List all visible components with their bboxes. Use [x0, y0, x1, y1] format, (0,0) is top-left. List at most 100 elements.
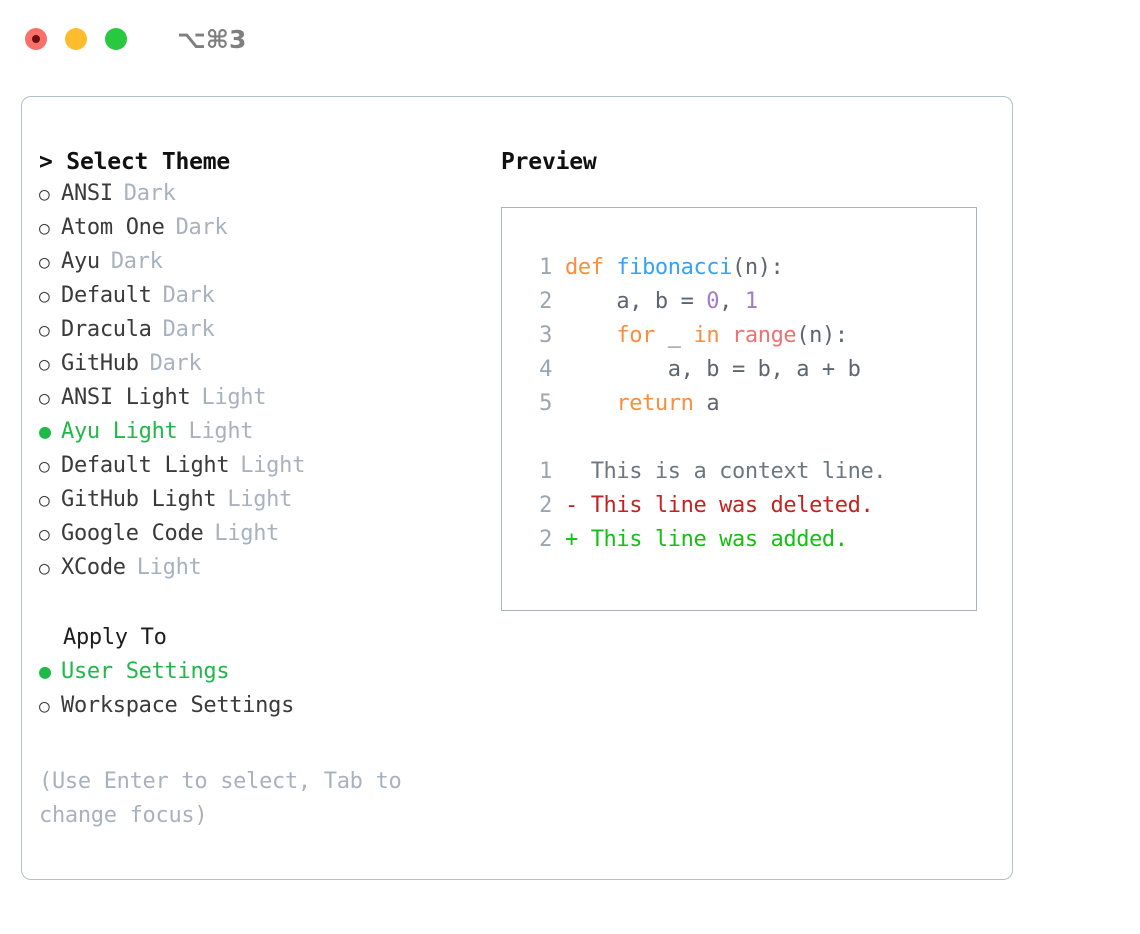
diff-block: 1 This is a context line. 2 - This line …: [520, 459, 976, 561]
diff-text: This line was deleted.: [590, 493, 874, 518]
keyboard-hint-text: (Use Enter to select, Tab to change focu…: [39, 769, 402, 828]
list-item[interactable]: ○ XCode Light: [39, 555, 479, 589]
code-token: [565, 323, 616, 348]
radio-icon: ○: [39, 456, 50, 477]
radio-icon: ○: [39, 286, 50, 307]
theme-tag: Dark: [110, 249, 163, 274]
line-number: 2: [539, 289, 552, 314]
code-token: (n):: [796, 323, 848, 348]
code-token: range: [732, 323, 797, 348]
list-item[interactable]: ○ Ayu Dark: [39, 249, 479, 283]
theme-tag: Light: [136, 555, 202, 580]
line-number: 3: [539, 323, 552, 348]
traffic-lights: [25, 28, 127, 50]
radio-icon: ○: [39, 490, 50, 511]
code-token: a, b = b, a + b: [565, 357, 861, 382]
theme-selector-column: > Select Theme ○ ANSI Dark ○ Atom One Da…: [39, 149, 479, 833]
code-token: 0: [706, 289, 720, 314]
apply-to-label: Workspace Settings: [61, 693, 295, 718]
radio-icon: ○: [39, 218, 50, 239]
radio-icon: ○: [39, 696, 50, 717]
diff-text: This is a context line.: [590, 459, 887, 484]
two-column-layout: > Select Theme ○ ANSI Dark ○ Atom One Da…: [22, 97, 1012, 879]
line-number: 5: [539, 391, 552, 416]
theme-name: Ayu Light: [61, 419, 178, 444]
theme-name: Default: [61, 283, 152, 308]
list-item[interactable]: ○ Default Light Light: [39, 453, 479, 487]
code-token: 1: [744, 289, 758, 314]
theme-name: GitHub: [61, 351, 139, 376]
list-item[interactable]: ○ Dracula Dark: [39, 317, 479, 351]
list-item[interactable]: ○ Atom One Dark: [39, 215, 479, 249]
list-item[interactable]: ○ ANSI Dark: [39, 181, 479, 215]
line-number: 4: [539, 357, 552, 382]
diff-marker: [565, 459, 591, 484]
apply-to-heading: Apply To: [63, 625, 167, 650]
spacer: [520, 425, 976, 459]
code-token: _: [654, 323, 694, 348]
radio-selected-icon: ●: [39, 659, 51, 683]
code-token: in: [693, 323, 720, 348]
theme-tag: Dark: [162, 317, 215, 342]
diff-line-context: 1 This is a context line.: [520, 459, 976, 493]
title-bar: ⌥⌘3: [0, 0, 1140, 78]
theme-name: ANSI: [61, 181, 113, 206]
code-line: 2 a, b = 0 , 1: [520, 289, 976, 323]
apply-to-option-workspace[interactable]: ○ Workspace Settings: [39, 693, 479, 727]
close-button[interactable]: [25, 28, 47, 50]
preview-column: Preview 1 def fibonacci (n): 2 a, b =: [501, 149, 996, 611]
list-item[interactable]: ○ GitHub Dark: [39, 351, 479, 385]
code-token: ,: [719, 289, 745, 314]
diff-marker: +: [565, 527, 591, 552]
theme-name: Atom One: [61, 215, 165, 240]
code-token: for: [616, 323, 655, 348]
line-number: 1: [539, 459, 552, 484]
theme-name: GitHub Light: [61, 487, 217, 512]
code-token: (n):: [732, 255, 784, 280]
radio-icon: ○: [39, 252, 50, 273]
theme-tag: Light: [240, 453, 306, 478]
list-item[interactable]: ○ GitHub Light Light: [39, 487, 479, 521]
apply-to-list: ● User Settings ○ Workspace Settings: [39, 659, 479, 727]
maximize-button[interactable]: [105, 28, 127, 50]
theme-name: Dracula: [61, 317, 152, 342]
theme-tag: Dark: [162, 283, 215, 308]
code-line: 4 a, b = b, a + b: [520, 357, 976, 391]
preview-panel: 1 def fibonacci (n): 2 a, b = 0 , 1: [501, 207, 977, 611]
theme-name: Default Light: [61, 453, 230, 478]
list-item[interactable]: ○ Google Code Light: [39, 521, 479, 555]
theme-tag: Dark: [175, 215, 228, 240]
list-item[interactable]: ○ Default Dark: [39, 283, 479, 317]
theme-name: Google Code: [61, 521, 204, 546]
code-line: 1 def fibonacci (n):: [520, 255, 976, 289]
radio-icon: ○: [39, 354, 50, 375]
radio-icon: ○: [39, 184, 50, 205]
code-token: a, b =: [565, 289, 707, 314]
theme-name: Ayu: [61, 249, 100, 274]
radio-icon: ○: [39, 558, 50, 579]
code-token: a: [693, 391, 720, 416]
diff-line-added: 2 + This line was added.: [520, 527, 976, 561]
theme-tag: Dark: [123, 181, 176, 206]
theme-tag: Dark: [149, 351, 202, 376]
code-token: [719, 323, 732, 348]
theme-list: ○ ANSI Dark ○ Atom One Dark ○ Ayu Dark: [39, 181, 479, 589]
code-token: return: [616, 391, 694, 416]
apply-to-option-user[interactable]: ● User Settings: [39, 659, 479, 693]
list-item[interactable]: ○ ANSI Light Light: [39, 385, 479, 419]
code-token: fibonacci: [616, 255, 732, 280]
diff-marker: -: [565, 493, 591, 518]
radio-selected-icon: ●: [39, 419, 51, 443]
code-token: [565, 391, 616, 416]
line-number: 2: [539, 527, 552, 552]
minimize-button[interactable]: [65, 28, 87, 50]
line-number: 1: [539, 255, 552, 280]
list-item-selected[interactable]: ● Ayu Light Light: [39, 419, 479, 453]
radio-icon: ○: [39, 524, 50, 545]
theme-tag: Light: [214, 521, 280, 546]
radio-icon: ○: [39, 320, 50, 341]
code-block: 1 def fibonacci (n): 2 a, b = 0 , 1: [520, 255, 976, 425]
theme-tag: Light: [201, 385, 267, 410]
code-line: 5 return a: [520, 391, 976, 425]
